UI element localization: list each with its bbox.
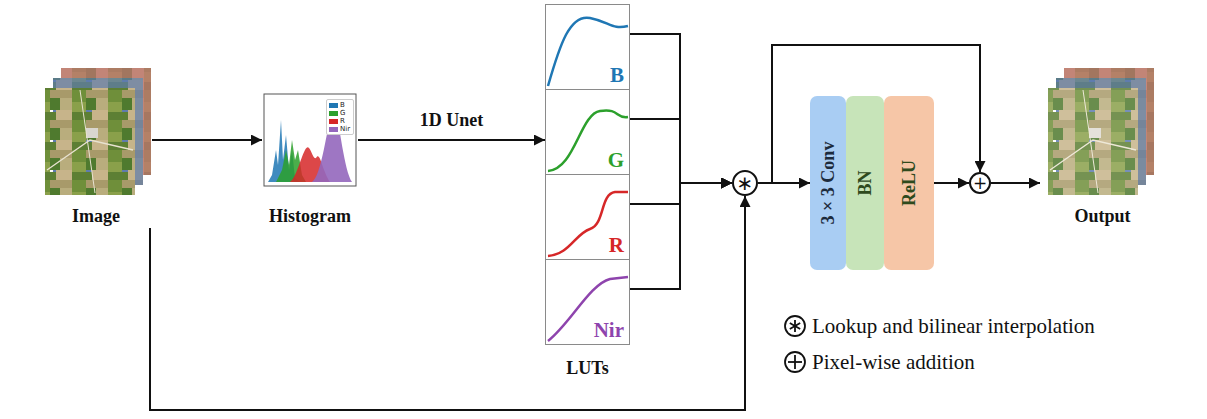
legend-row: B [329,101,350,109]
image-stack: Image [40,65,152,228]
legend-row: Nir [329,125,350,133]
node-label: Nir [594,318,624,342]
operator-symbol: + [973,175,987,192]
lut-panel: B [545,4,630,90]
legend-text: Nir [340,125,350,133]
legend-row: Pixel-wise addition [812,350,975,374]
connector-arrow [934,182,969,184]
conv-layer: 3 × 3 Conv [810,96,846,270]
edge-label-patch: 1D Unet [418,108,486,132]
legend-swatch [329,111,338,116]
lut-panel: R [545,174,630,260]
settlement-patch [1089,128,1101,138]
output-image-stack [1048,68,1154,195]
lut-curves [548,18,628,341]
batchnorm-layer: BN [846,96,884,270]
connector-arrow [358,139,545,141]
node-label: Histogram [269,204,351,228]
node-label: BN [854,170,876,195]
connector-arrow [630,119,732,183]
node-label: LUTs [566,356,608,380]
addition-symbol [785,352,805,372]
input-image-stack [45,68,151,195]
histogram-frame [264,94,356,186]
road-line [1050,140,1136,170]
operator-symbol: ∗ [737,173,754,193]
green-lut-curve [548,110,628,171]
legend-row: G [329,109,350,117]
connector-arrow [150,196,745,410]
lookup-operator: ∗ [732,170,758,196]
node-label: ReLU [898,160,920,206]
lut-group: LUTs B G R Nir [545,4,630,404]
connector-arrow [630,34,732,183]
blue-lut-curve [548,18,628,86]
road-line [47,140,133,170]
lut-panel: G [545,89,630,175]
relu-layer: ReLU [884,96,934,270]
connector-arrow [991,182,1040,184]
legend-swatch [329,103,338,108]
legend-swatch [329,119,338,124]
node-label: Image [72,204,120,228]
legend-text: G [340,109,345,117]
connector-arrow [152,139,262,141]
legend-text: Pixel-wise addition [812,350,975,374]
legend-text: R [340,117,345,125]
green-band-layer [1048,88,1138,195]
legend-row: R [329,117,350,125]
legend-text: Lookup and bilinear interpolation [812,314,1095,338]
histogram-legend: BGRNir [326,99,354,135]
green-band-layer [45,88,135,195]
node-label: G [608,148,624,172]
lookup-symbol-arm [790,323,800,329]
histogram-figure [264,94,356,186]
legend-symbols [785,316,805,372]
legend-swatch [329,127,338,132]
addition-symbol-arm [788,361,802,363]
lookup-symbol-arm [790,323,800,329]
connector-arrow [630,183,732,289]
node-label: Output [1074,204,1130,228]
red-lut-curve [548,192,628,256]
settlement-patch [86,128,98,138]
road-line [1083,90,1098,193]
lookup-symbol [785,316,805,336]
lut-panel: Nir [545,259,630,345]
node-label: 3 × 3 Conv [817,142,839,225]
legend-row: Lookup and bilinear interpolation [812,314,1095,338]
edge-label: 1D Unet [420,108,484,132]
road-line [80,90,95,193]
addition-operator: + [969,172,991,194]
legend-text: B [340,101,345,109]
enhance-overlay [1048,88,1138,195]
nir-lut-curve [548,277,628,341]
output-stack: Output [1040,65,1165,228]
node-label: B [610,63,624,87]
node-label: R [609,233,624,257]
